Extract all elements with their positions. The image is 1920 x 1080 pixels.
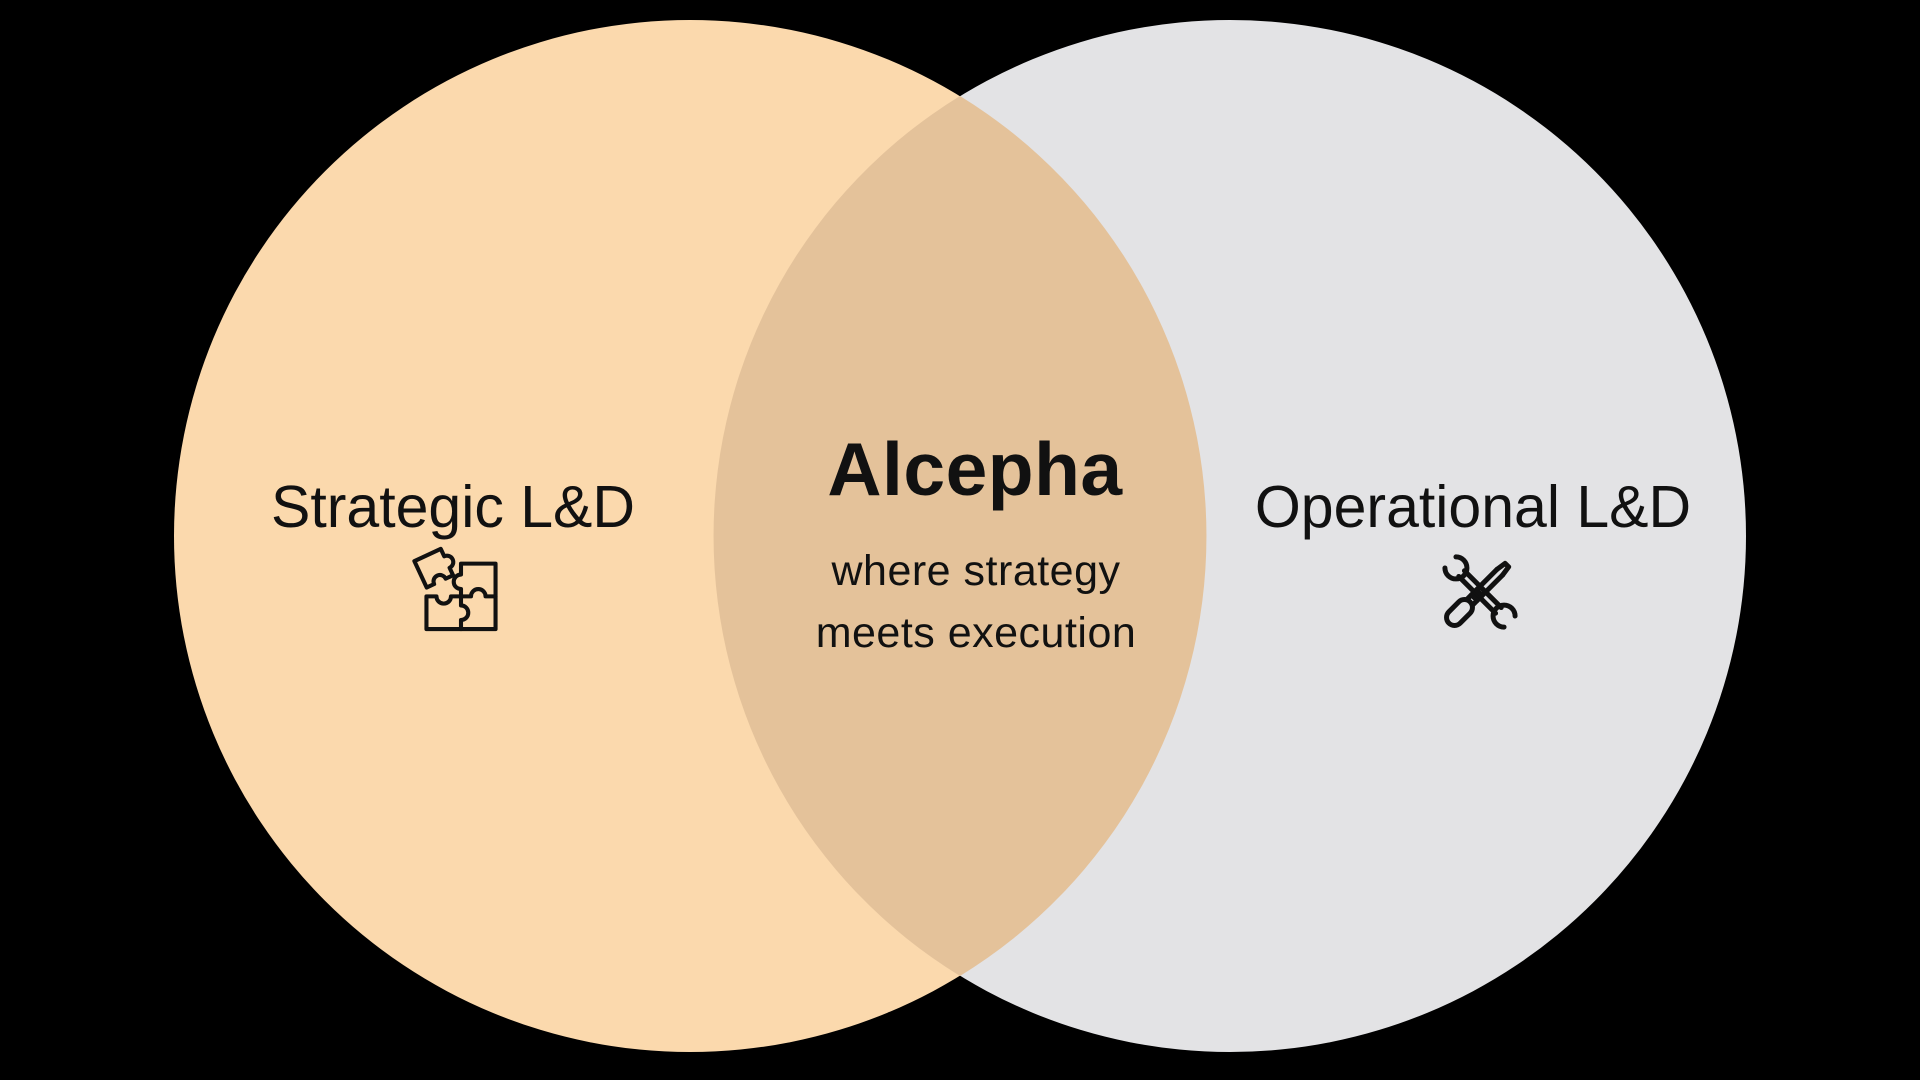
left-circle-label: Strategic L&D: [271, 474, 635, 540]
overlap-subtitle-line1: where strategy: [831, 547, 1121, 595]
wrench-glyph: [1442, 554, 1518, 630]
overlap-subtitle-line2: meets execution: [815, 609, 1137, 657]
right-circle-label: Operational L&D: [1254, 474, 1692, 540]
screwdriver-glyph: [1444, 560, 1512, 628]
overlap-subtitle: where strategy meets execution: [816, 540, 1137, 664]
puzzle-icon: [412, 546, 498, 632]
overlap-title: Alcepha: [827, 427, 1123, 511]
tools-icon: [1442, 554, 1518, 630]
overlap-lens-shape: [713, 96, 1207, 976]
